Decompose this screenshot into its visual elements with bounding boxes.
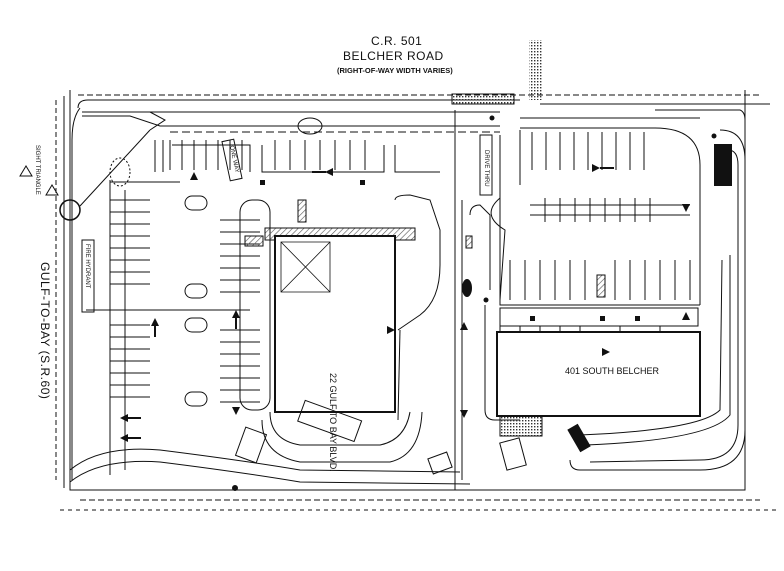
svg-text:SIGHT TRIANGLE: SIGHT TRIANGLE [34,145,40,195]
callout-leader [79,129,151,207]
warning-symbols [19,165,59,196]
equipment-pad [499,437,527,471]
building-22-gulf-to-bay [261,227,423,463]
west-parking-lot [86,140,440,475]
hatch-block-1 [297,199,307,223]
dumpster-enclosure [567,423,591,453]
note-box [81,239,95,313]
road-number-label: C.R. 501 [371,34,423,48]
light-poles [232,115,717,491]
road-name-label: BELCHER ROAD [343,49,444,63]
sign-marker [462,279,472,297]
svg-text:FIRE HYDRANT: FIRE HYDRANT [84,244,90,289]
sidewalk-strip [529,40,543,100]
hatch-block-3 [244,235,264,247]
property-boundary [55,90,780,511]
traffic-arrows [120,164,690,442]
hatch-block-4 [465,235,473,249]
dumpster-pad [499,415,543,437]
right-of-way-note: (RIGHT-OF-WAY WIDTH VARIES) [337,66,453,75]
road-curbs [71,107,746,480]
callout-notes: SIGHT TRIANGLE ONE WAY FIRE HYDRANT DRIV… [34,145,489,289]
drive-aisles [394,110,520,490]
driveway-apron [451,93,515,105]
detail-callout-circle [59,199,81,221]
south-drive-curve [69,448,461,473]
svg-text:ONE WAY: ONE WAY [228,145,240,173]
building-401-label: 401 SOUTH BELCHER [565,366,660,376]
east-parking-lot [490,127,746,471]
building-401-south-belcher [496,307,701,417]
hatch-block-2 [596,274,606,298]
tree-symbol [297,117,323,135]
utility-box [714,144,732,186]
building-22-label: 22 GULF TO BAY BLVD. [328,373,338,472]
south-curb [69,460,471,485]
svg-text:DRIVE THRU: DRIVE THRU [483,150,489,187]
cross-road-label: GULF-TO-BAY (S.R.60) [38,262,52,400]
